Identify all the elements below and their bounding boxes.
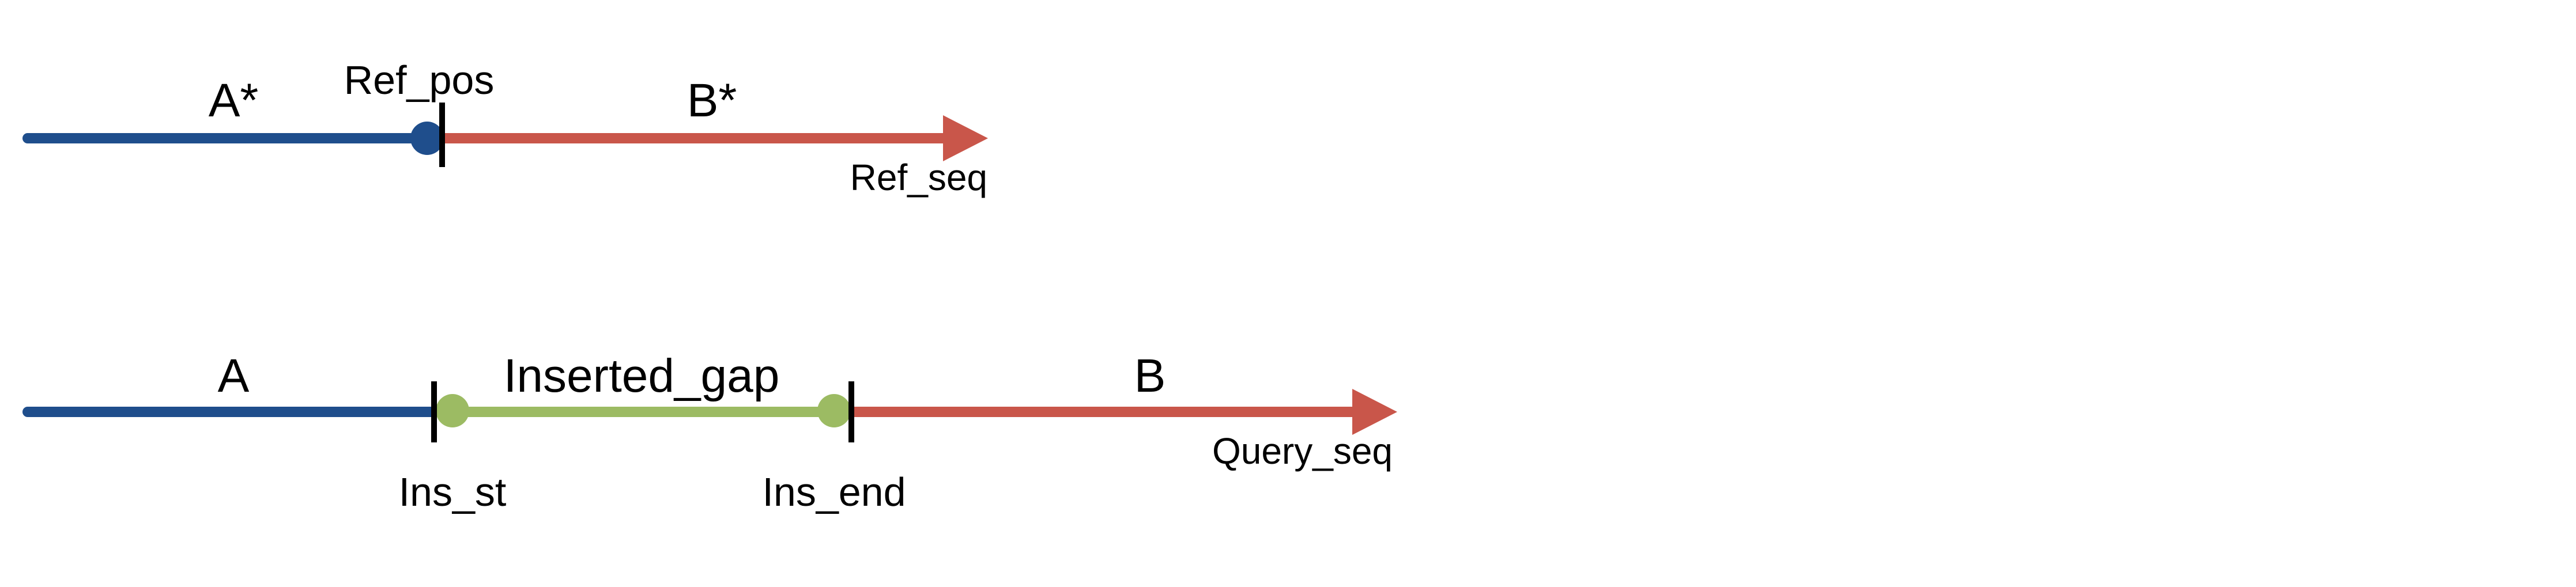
ref-seq-label: Ref_seq: [850, 157, 987, 198]
ref-pos-label: Ref_pos: [344, 58, 495, 103]
query-sequence: A Inserted_gap B Query_seq Ins_st Ins_en…: [22, 350, 1397, 514]
insert-end-marker: [817, 394, 851, 427]
query-seq-label: Query_seq: [1212, 430, 1393, 472]
insert-start-label: Ins_st: [399, 469, 507, 514]
ref-segment-b-label: B*: [687, 74, 737, 127]
ref-segment-a-label: A*: [209, 74, 259, 127]
inserted-gap-label: Inserted_gap: [504, 350, 780, 402]
ref-pos-marker: [410, 122, 444, 155]
insert-start-marker: [436, 394, 469, 427]
query-seq-arrowhead: [1352, 389, 1397, 435]
query-segment-b-label: B: [1134, 350, 1166, 402]
reference-sequence: A* Ref_pos B* Ref_seq: [22, 58, 988, 198]
ref-seq-arrowhead: [943, 115, 988, 161]
insert-end-label: Ins_end: [762, 469, 906, 514]
query-segment-a-label: A: [218, 350, 250, 402]
